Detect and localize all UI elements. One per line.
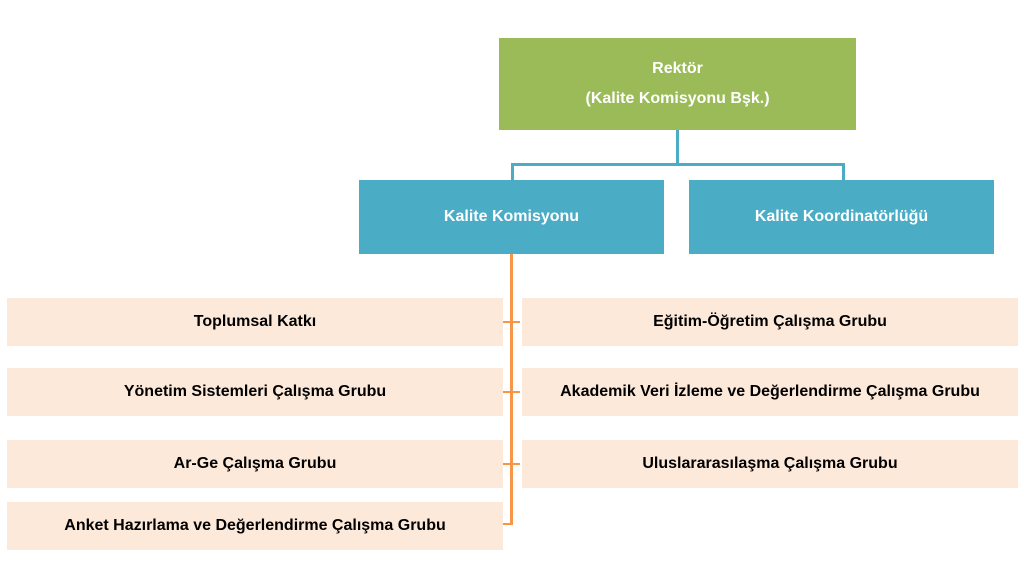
- connector-tick: [503, 523, 512, 525]
- connector-horizontal-bar: [511, 163, 845, 166]
- connector-to-kalite-komisyonu: [511, 163, 514, 180]
- group-toplumsal-katki: Toplumsal Katkı: [7, 298, 503, 346]
- group-label: Toplumsal Katkı: [193, 313, 317, 330]
- connector-tick: [503, 391, 520, 393]
- node-rektor: Rektör (Kalite Komisyonu Bşk.): [499, 38, 856, 130]
- group-uluslararasilasma: Uluslararasılaşma Çalışma Grubu: [522, 440, 1018, 488]
- group-label: Anket Hazırlama ve Değerlendirme Çalışma…: [64, 517, 446, 534]
- group-label: Eğitim-Öğretim Çalışma Grubu: [653, 313, 887, 330]
- group-akademik-veri: Akademik Veri İzleme ve Değerlendirme Ça…: [522, 368, 1018, 416]
- group-label: Ar-Ge Çalışma Grubu: [173, 455, 337, 472]
- group-label: Yönetim Sistemleri Çalışma Grubu: [123, 383, 387, 400]
- connector-tick: [503, 321, 520, 323]
- group-yonetim-sistemleri: Yönetim Sistemleri Çalışma Grubu: [7, 368, 503, 416]
- group-ar-ge: Ar-Ge Çalışma Grubu: [7, 440, 503, 488]
- node-kalite-koordinatorlugu: Kalite Koordinatörlüğü: [689, 180, 994, 254]
- connector-to-kalite-koordinatorlugu: [842, 163, 845, 180]
- group-anket-hazirlama: Anket Hazırlama ve Değerlendirme Çalışma…: [7, 502, 503, 550]
- group-egitim-ogretim: Eğitim-Öğretim Çalışma Grubu: [522, 298, 1018, 346]
- connector-tick: [503, 463, 520, 465]
- connector-groups-spine: [510, 254, 513, 525]
- group-label: Uluslararasılaşma Çalışma Grubu: [642, 455, 898, 472]
- node-rektor-title: Rektör: [652, 60, 703, 77]
- node-kalite-komisyonu-label: Kalite Komisyonu: [443, 208, 580, 225]
- connector-root-stem: [676, 130, 679, 165]
- node-rektor-subtitle: (Kalite Komisyonu Bşk.): [585, 90, 770, 107]
- node-kalite-komisyonu: Kalite Komisyonu: [359, 180, 664, 254]
- node-kalite-koordinatorlugu-label: Kalite Koordinatörlüğü: [754, 208, 929, 225]
- group-label: Akademik Veri İzleme ve Değerlendirme Ça…: [560, 383, 980, 400]
